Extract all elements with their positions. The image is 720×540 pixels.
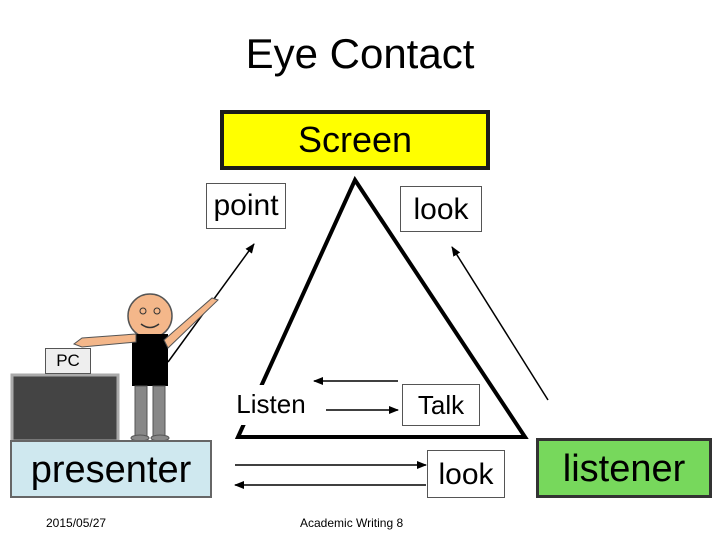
presenter-head	[127, 293, 173, 339]
arrow-listener-to-screen	[451, 246, 549, 401]
footer-date: 2015/05/27	[46, 516, 107, 530]
listener-box: listener	[536, 438, 712, 498]
presenter-box: presenter	[10, 440, 212, 498]
presenter-body	[132, 334, 168, 386]
pc-label: PC	[45, 348, 91, 374]
look-label-top: look	[400, 186, 482, 232]
look-label-bottom: look	[427, 450, 505, 498]
pc-monitor	[10, 373, 120, 443]
presenter-arm-left	[72, 333, 137, 348]
presenter-arm-right	[163, 297, 219, 349]
footer-center: Academic Writing 8	[300, 516, 404, 530]
presenter-figure	[72, 293, 219, 442]
point-label: point	[206, 183, 286, 229]
listen-label: Listen	[230, 385, 312, 425]
screen-box: Screen	[220, 110, 490, 170]
slide-title: Eye Contact	[245, 30, 475, 77]
talk-label: Talk	[402, 384, 480, 426]
triangle	[234, 175, 529, 439]
